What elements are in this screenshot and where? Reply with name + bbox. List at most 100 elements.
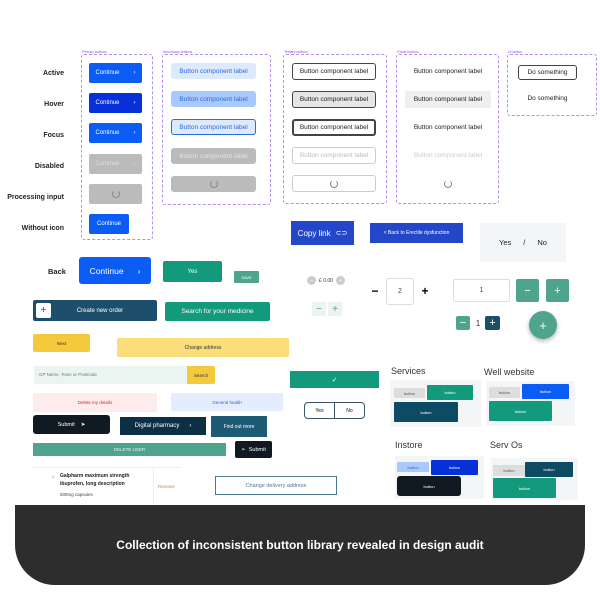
panel-title-well: Well website [484, 367, 535, 377]
button-sample[interactable]: button [397, 462, 429, 472]
digital-pharmacy-button[interactable]: Digital pharmacy› [120, 417, 206, 435]
change-delivery-button[interactable]: Change delivery address [215, 476, 337, 495]
tertiary-button-disabled[interactable]: Button component label [292, 147, 376, 164]
quantity-value: 1 [475, 318, 481, 328]
ui-button-text[interactable]: Do something [527, 94, 568, 102]
plus-button[interactable]: + [485, 316, 500, 330]
secondary-button-disabled[interactable]: Button component label [171, 148, 256, 164]
product-name: Galpharm maximum strength ibuprofen, lon… [60, 473, 130, 487]
minus-button[interactable]: − [456, 316, 470, 330]
button-label: Copy link [297, 228, 331, 238]
button-label: Continue [95, 70, 120, 76]
chevron-right-icon: › [133, 100, 136, 106]
next-button[interactable]: Next [33, 334, 90, 352]
plus-button[interactable]: + [328, 302, 342, 316]
primary-button-no-icon[interactable]: Continue [89, 214, 129, 234]
secondary-button-focus[interactable]: Button component label [171, 119, 256, 135]
create-order-button[interactable]: +Create new order [33, 300, 157, 321]
button-sample[interactable]: button [489, 387, 520, 398]
submit-button[interactable]: Submit➤ [33, 415, 110, 434]
separator: / [523, 238, 526, 247]
secondary-button-active[interactable]: Button component label [171, 63, 256, 79]
yes-option[interactable]: Yes [499, 238, 512, 247]
button-label: Continue [96, 221, 122, 227]
search-medicine-button[interactable]: Search for your medicine [165, 302, 270, 321]
ghost-button-hover[interactable]: Button component label [405, 91, 491, 108]
frame-title: Primary buttons [82, 50, 107, 54]
tertiary-button-focus[interactable]: Button component label [292, 119, 376, 136]
submit-button[interactable]: ➣Submit [235, 441, 272, 458]
continue-button[interactable]: Continue› [79, 257, 151, 284]
button-sample[interactable]: button [427, 385, 473, 400]
copy-link-button[interactable]: Copy link⊂⊃ [291, 221, 354, 245]
button-sample[interactable]: button [394, 402, 458, 422]
primary-button-processing[interactable] [89, 184, 142, 204]
delete-user-button[interactable]: DELETE USER [33, 443, 226, 456]
primary-button-active[interactable]: Continue› [89, 63, 142, 83]
plus-button[interactable]: + [546, 279, 569, 302]
minus-button[interactable]: − [516, 279, 539, 302]
button-sample[interactable]: button [493, 478, 556, 498]
back-to-ed-button[interactable]: < Back to Erectile dysfunction [370, 223, 463, 243]
minus-icon[interactable]: − [307, 276, 317, 285]
price-value: £ 0.00 [319, 277, 333, 284]
gp-search-input[interactable]: GP Name, Town or Postcode [34, 366, 187, 384]
segment-yes[interactable]: Yes [305, 403, 335, 418]
frame-title: UI button [508, 50, 523, 54]
ui-button-outlined[interactable]: Do something [518, 65, 577, 80]
plus-button[interactable]: + [421, 284, 429, 298]
primary-buttons-frame: Primary buttons Continue› Continue› Cont… [81, 50, 153, 240]
caption-text: Collection of inconsistent button librar… [116, 538, 484, 552]
frame-title: Ghost buttons [397, 50, 419, 54]
tertiary-button-active[interactable]: Button component label [292, 63, 376, 80]
button-sample[interactable]: button [394, 388, 425, 398]
quantity-input[interactable]: 1 [453, 279, 510, 302]
remove-link[interactable]: Remove [158, 484, 175, 489]
primary-button-hover[interactable]: Continue› [89, 93, 142, 113]
button-sample[interactable]: button [489, 401, 552, 421]
ui-button-frame: UI button Do something Do something [507, 50, 597, 116]
ghost-button-processing[interactable] [405, 175, 491, 192]
button-sample[interactable]: button [522, 384, 569, 399]
state-label-disabled: Disabled [34, 163, 64, 170]
change-address-button[interactable]: Change address [117, 338, 289, 357]
caption-bar: Collection of inconsistent button librar… [15, 505, 585, 585]
find-out-more-button[interactable]: Find out more [211, 416, 267, 437]
minus-button[interactable]: − [312, 302, 326, 316]
button-label: Digital pharmacy [134, 423, 180, 429]
button-sample[interactable]: button [431, 460, 478, 475]
segment-no[interactable]: No [346, 407, 353, 414]
button-label: Create new order [76, 307, 124, 314]
button-sample[interactable]: button [525, 462, 573, 477]
secondary-button-processing[interactable] [171, 176, 256, 192]
minus-button[interactable]: − [371, 284, 379, 298]
no-option[interactable]: No [537, 238, 547, 247]
ghost-button-active[interactable]: Button component label [413, 68, 483, 75]
delete-details-button[interactable]: Delete my details [33, 393, 157, 412]
ghost-button-disabled[interactable]: Button component label [413, 152, 483, 159]
back-link[interactable]: Back [48, 267, 66, 276]
button-sample[interactable]: button [397, 476, 461, 496]
quantity-input[interactable]: 2 [386, 278, 414, 305]
tertiary-buttons-frame: Tertiary buttons Button component label … [283, 50, 387, 204]
product-detail: 500mg capsules [60, 492, 93, 497]
primary-button-focus[interactable]: Continue› [89, 123, 142, 143]
tertiary-button-hover[interactable]: Button component label [292, 91, 376, 108]
plus-icon[interactable]: + [335, 276, 345, 285]
tertiary-button-processing[interactable] [292, 175, 376, 192]
instore-panel: button button button [395, 456, 484, 499]
search-button[interactable]: Search [187, 366, 215, 384]
spinner-icon [444, 179, 452, 188]
save-button[interactable]: SAVE [234, 271, 259, 283]
yes-button[interactable]: Yes [163, 261, 222, 282]
fab-add-button[interactable]: + [529, 311, 557, 339]
chevron-right-icon: › [133, 130, 136, 136]
confirm-button[interactable]: ✓ [290, 371, 379, 388]
ghost-buttons-frame: Ghost buttons Button component label But… [396, 50, 499, 204]
button-sample[interactable]: button [493, 465, 525, 476]
panel-title-services: Services [391, 366, 426, 376]
general-health-button[interactable]: General health [171, 393, 283, 411]
primary-button-disabled[interactable]: Continue› [89, 154, 142, 174]
ghost-button-focus[interactable]: Button component label [413, 124, 483, 131]
secondary-button-hover[interactable]: Button component label [171, 91, 256, 107]
